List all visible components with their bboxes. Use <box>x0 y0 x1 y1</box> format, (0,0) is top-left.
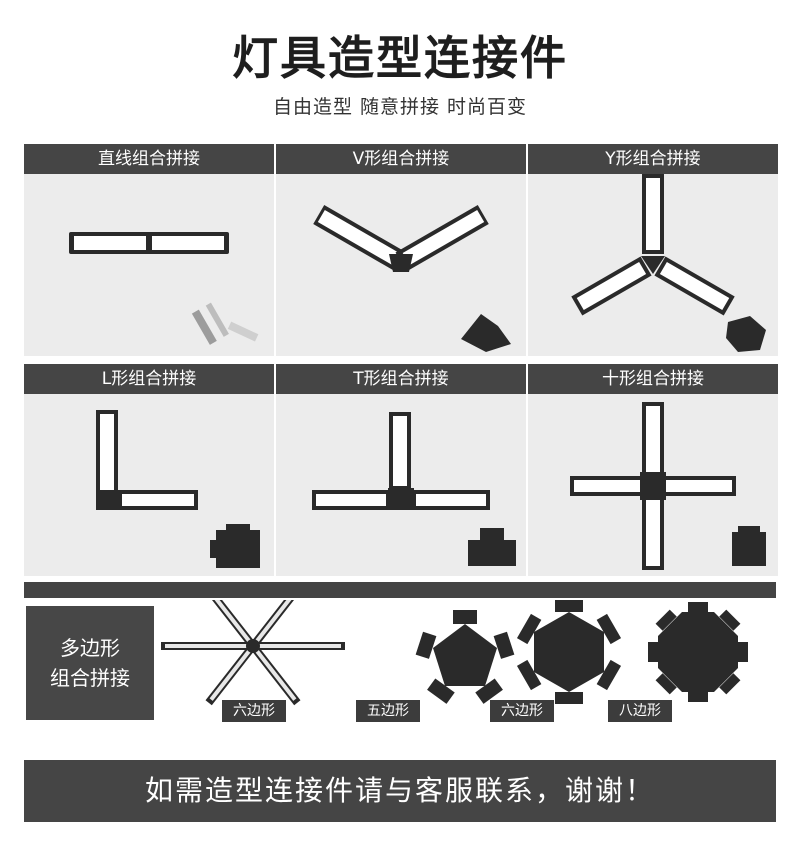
caption-hexagon: 六边形 <box>490 700 554 722</box>
panel-straight: 直线组合拼接 <box>24 144 274 356</box>
panel-straight-label: 直线组合拼接 <box>24 144 274 174</box>
caption-hexagon-star: 六边形 <box>222 700 286 722</box>
panel-v-shape: V形组合拼接 <box>276 144 526 356</box>
panel-l-shape-label: L形组合拼接 <box>24 364 274 394</box>
panel-y-shape: Y形组合拼接 <box>528 144 778 356</box>
v-joint-illustration <box>313 204 511 352</box>
page-subtitle: 自由造型 随意拼接 时尚百变 <box>272 96 528 118</box>
t-joint-illustration <box>312 412 516 566</box>
caption-pentagon: 五边形 <box>356 700 420 722</box>
panel-cross-shape: 十形组合拼接 <box>528 364 778 576</box>
polygon-section-label: 多边形 组合拼接 <box>26 606 154 720</box>
contact-service-banner: 如需造型连接件请与客服联系，谢谢！ <box>24 760 776 822</box>
panel-y-shape-label: Y形组合拼接 <box>528 144 778 174</box>
caption-octagon: 八边形 <box>608 700 672 722</box>
polygon-label-line1: 多边形 <box>60 636 120 660</box>
panel-t-shape: T形组合拼接 <box>276 364 526 576</box>
y-joint-illustration <box>571 174 766 352</box>
l-joint-illustration <box>96 410 260 568</box>
panel-l-shape: L形组合拼接 <box>24 364 274 576</box>
panel-t-shape-label: T形组合拼接 <box>276 364 526 394</box>
panel-v-shape-label: V形组合拼接 <box>276 144 526 174</box>
section-divider <box>24 582 776 598</box>
polygon-label-line2: 组合拼接 <box>50 666 130 690</box>
panel-cross-shape-label: 十形组合拼接 <box>528 364 778 394</box>
straight-joint-illustration <box>69 232 259 345</box>
cross-joint-illustration <box>570 402 766 570</box>
polygon-connectors-illustration <box>161 600 748 706</box>
page-title: 灯具造型连接件 <box>232 31 568 85</box>
